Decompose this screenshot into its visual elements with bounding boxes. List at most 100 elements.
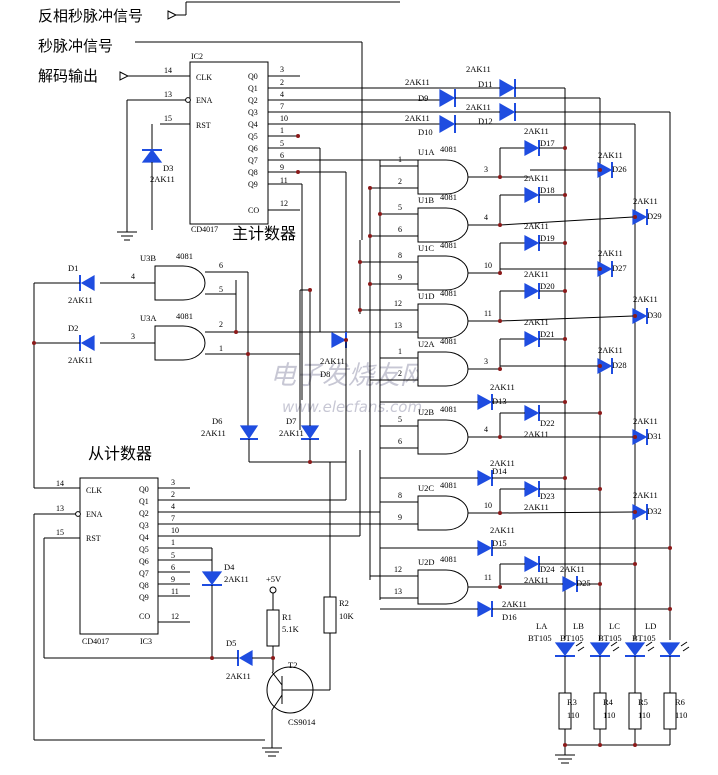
- gate-u2c: U2C 4081 8 9 10: [398, 480, 492, 531]
- gate-u1a: U1A 4081 1 2 3: [398, 144, 488, 195]
- gate-pin: 8: [398, 251, 402, 260]
- d26-type: 2AK11: [598, 150, 623, 160]
- ic3-out-num: 5: [171, 551, 175, 560]
- lamp-lc-label: LC: [609, 621, 620, 631]
- input-arrow-decode: [119, 71, 190, 81]
- r2-label: R2: [339, 598, 349, 608]
- d6-type: 2AK11: [201, 428, 226, 438]
- d10-label: D10: [418, 127, 433, 137]
- d5-label: D5: [226, 638, 236, 648]
- ic3-out-num: 10: [171, 526, 179, 535]
- d25-label: D25: [576, 578, 591, 588]
- d32-type: 2AK11: [633, 490, 658, 500]
- ic2-pin-num: 15: [164, 114, 172, 123]
- ic2-out-name: Q6: [248, 144, 258, 153]
- gate-u1c: U1C 4081 8 9 10: [398, 240, 492, 291]
- d13-label: D13: [492, 396, 507, 406]
- gate-part: 4081: [440, 480, 457, 490]
- ic3-slave-counter: 从计数器 CD4017 IC3 14 CLK 13 ENA 15 RST Q0 …: [33, 444, 380, 741]
- lamp-lb-part: BT105: [560, 633, 584, 643]
- lamp-lb-label: LB: [573, 621, 584, 631]
- gate-pin: 6: [398, 225, 402, 234]
- gate-pin: 5: [219, 285, 223, 294]
- ic2-out-name: Q3: [248, 108, 258, 117]
- d22-label: D22: [540, 418, 555, 428]
- ic2-out-name: Q5: [248, 132, 258, 141]
- gate-u2a: U2A 4081 1 2 3: [398, 336, 488, 387]
- gate-part: 4081: [440, 554, 457, 564]
- ic3-out-name: Q1: [139, 497, 149, 506]
- d21-label: D21: [540, 329, 555, 339]
- ic2-out-name: CO: [248, 206, 259, 215]
- ic3-out-num: 2: [171, 490, 175, 499]
- ic2-out-num: 7: [280, 102, 284, 111]
- gate-u3a: U3A 4081 2 1 3: [131, 311, 223, 361]
- ic3-out-num: 4: [171, 502, 175, 511]
- ic2-out-num: 6: [280, 151, 284, 160]
- d6-label: D6: [212, 416, 222, 426]
- input-arrow-pulse: [135, 41, 363, 240]
- gate-ref: U2A: [418, 339, 435, 349]
- ic3-out-name: Q6: [139, 557, 149, 566]
- gate-ref: U3B: [140, 253, 156, 263]
- d2-label: D2: [68, 323, 78, 333]
- d9-label: D9: [418, 93, 428, 103]
- ic3-out-name: Q8: [139, 581, 149, 590]
- d19-type: 2AK11: [524, 221, 549, 231]
- d12-label: D12: [478, 116, 493, 126]
- diode-d9: D9 2AK11: [405, 77, 456, 108]
- ic2-out-num: 5: [280, 139, 284, 148]
- gate-part: 4081: [176, 311, 193, 321]
- ic2-out-name: Q2: [248, 96, 258, 105]
- and-gate-array: U1A 4081 1 2 3 U1B 4081 5 6 4 U1C 4081 8…: [320, 144, 530, 605]
- ic2-outputs: Q0 Q1 Q2 Q3 Q4 Q5 Q6 Q7 Q8 Q9 CO 3 2 4 7…: [248, 65, 288, 215]
- d19-label: D19: [540, 233, 555, 243]
- gate-pin: 5: [398, 415, 402, 424]
- ic2-out-name: Q8: [248, 168, 258, 177]
- gate-pin: 3: [484, 165, 488, 174]
- gate-pin: 6: [219, 261, 223, 270]
- d26-label: D26: [612, 164, 627, 174]
- r1-label: R1: [282, 612, 292, 622]
- d17-type: 2AK11: [524, 126, 549, 136]
- r4-label: R4: [603, 697, 614, 707]
- d7-label: D7: [286, 416, 296, 426]
- gate-u2d: U2D 4081 12 13 11: [394, 554, 492, 605]
- gate-pin: 1: [398, 347, 402, 356]
- gate-pin: 5: [398, 203, 402, 212]
- gate-pin: 1: [219, 344, 223, 353]
- gate-u1d: U1D 4081 12 13 11: [394, 288, 492, 339]
- r5-value: 110: [638, 710, 650, 720]
- gate-ref: U2C: [418, 483, 434, 493]
- gate-part: 4081: [176, 251, 193, 261]
- r5-label: R5: [638, 697, 648, 707]
- r1-value: 5.1K: [282, 624, 300, 634]
- gate-ref: U1D: [418, 291, 435, 301]
- ic2-out-num: 10: [280, 114, 288, 123]
- d16-label: D16: [502, 612, 517, 622]
- ic3-pin-num: 14: [56, 479, 64, 488]
- d27-label: D27: [612, 263, 627, 273]
- input-label-inv-pulse: 反相秒脉冲信号: [38, 7, 143, 25]
- d12-type: 2AK11: [466, 102, 491, 112]
- ic3-out-name: Q4: [139, 533, 149, 542]
- ic2-pin-name: ENA: [196, 96, 213, 105]
- lamp-la-label: LA: [536, 621, 548, 631]
- ground-symbol: [117, 99, 160, 241]
- ic3-out-num: 3: [171, 478, 175, 487]
- r3-label: R3: [567, 697, 577, 707]
- r6-value: 110: [675, 710, 687, 720]
- ic3-pin-num: 15: [56, 528, 64, 537]
- input-arrow-inv-pulse: [167, 1, 400, 20]
- gate-pin: 6: [398, 437, 402, 446]
- diode-d10: D10 2AK11: [405, 113, 456, 137]
- lamp-resistors: R3 110 R4 110 R5 110 R6 110: [555, 692, 687, 764]
- d27-type: 2AK11: [598, 248, 623, 258]
- gate-ref: U1C: [418, 243, 434, 253]
- input-label-decode: 解码输出: [38, 67, 98, 85]
- d4-type: 2AK11: [224, 574, 249, 584]
- gate-pin: 4: [484, 213, 488, 222]
- gate-pin: 12: [394, 565, 402, 574]
- ic2-pin-num: 14: [164, 66, 172, 75]
- ic3-part: CD4017: [82, 637, 109, 646]
